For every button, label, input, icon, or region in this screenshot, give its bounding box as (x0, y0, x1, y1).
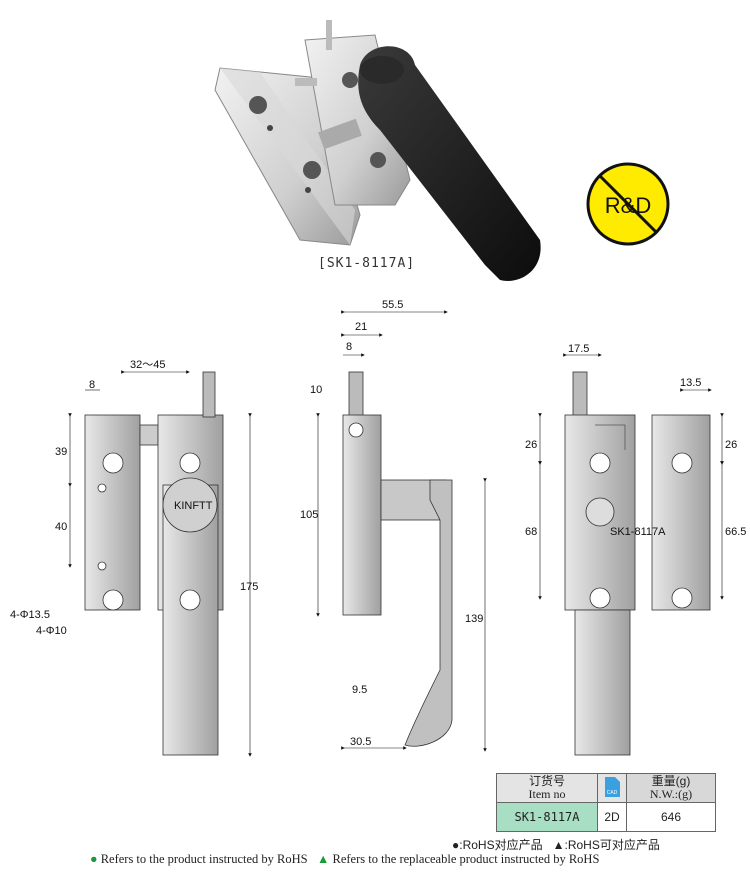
side-dim-55-5: 55.5 (382, 299, 403, 311)
back-dim-13-5: 13.5 (680, 377, 701, 389)
front-dim-175: 175 (240, 581, 258, 593)
cad-label: CAD (607, 790, 618, 796)
legend-en-replaceable: Refers to the replaceable product instru… (332, 852, 600, 866)
side-view (342, 371, 453, 747)
back-dim-66-5: 66.5 (725, 526, 746, 538)
legend-cn-replaceable: ▲:RoHS可对应产品 (552, 838, 660, 852)
back-dim-26-left: 26 (525, 439, 537, 451)
header-item-no: 订货号 Item no (496, 773, 598, 803)
cell-weight: 646 (626, 802, 716, 832)
rd-badge: R&D (586, 162, 670, 246)
front-dim-40: 40 (55, 521, 67, 533)
technical-drawing: 32～45 8 39 40 175 4-Φ13.5 4-Φ10 KINFTT 5… (10, 299, 746, 757)
cad-file-icon: CAD (605, 776, 620, 797)
back-part-number: SK1-8117A (610, 526, 666, 538)
header-cad: CAD (597, 773, 627, 803)
replaceable-triangle-icon: ▲ (316, 852, 330, 866)
front-dim-39: 39 (55, 446, 67, 458)
front-dim-hole-big: 4-Φ13.5 (10, 609, 50, 621)
side-dim-105: 105 (300, 509, 318, 521)
side-dim-10: 10 (310, 384, 322, 396)
side-dim-139: 139 (465, 613, 483, 625)
spec-table: 订货号 Item no CAD 重量(g) N.W.:(g) SK1-8117A… (496, 773, 716, 832)
back-view (564, 371, 711, 756)
cell-format: 2D (597, 802, 627, 832)
cell-item-no: SK1-8117A (496, 802, 598, 832)
legend-en-rohs: Refers to the product instructed by RoHS (100, 852, 308, 866)
side-dim-8: 8 (346, 341, 352, 353)
front-dim-hole-small: 4-Φ10 (36, 625, 67, 637)
legend-cn: ●:RoHS对应产品 ▲:RoHS可对应产品 (452, 836, 660, 853)
back-dim-26-right: 26 (725, 439, 737, 451)
product-photo (214, 20, 541, 281)
side-dim-30-5: 30.5 (350, 736, 371, 748)
side-dim-21: 21 (355, 321, 367, 333)
header-weight: 重量(g) N.W.:(g) (626, 773, 716, 803)
front-brand: KINFTT (174, 500, 213, 512)
side-dim-9-5: 9.5 (352, 684, 367, 696)
rohs-dot-icon: ● (90, 852, 98, 866)
front-view (84, 371, 224, 756)
model-label: [SK1-8117A] (318, 256, 416, 271)
legend-cn-rohs: ●:RoHS对应产品 (452, 838, 543, 852)
front-dim-8: 8 (89, 379, 95, 391)
front-dim-range: 32～45 (130, 359, 165, 371)
rd-badge-text: R&D (605, 193, 651, 218)
back-dim-68: 68 (525, 526, 537, 538)
back-dim-17-5: 17.5 (568, 343, 589, 355)
legend-en: ● Refers to the product instructed by Ro… (90, 852, 599, 867)
